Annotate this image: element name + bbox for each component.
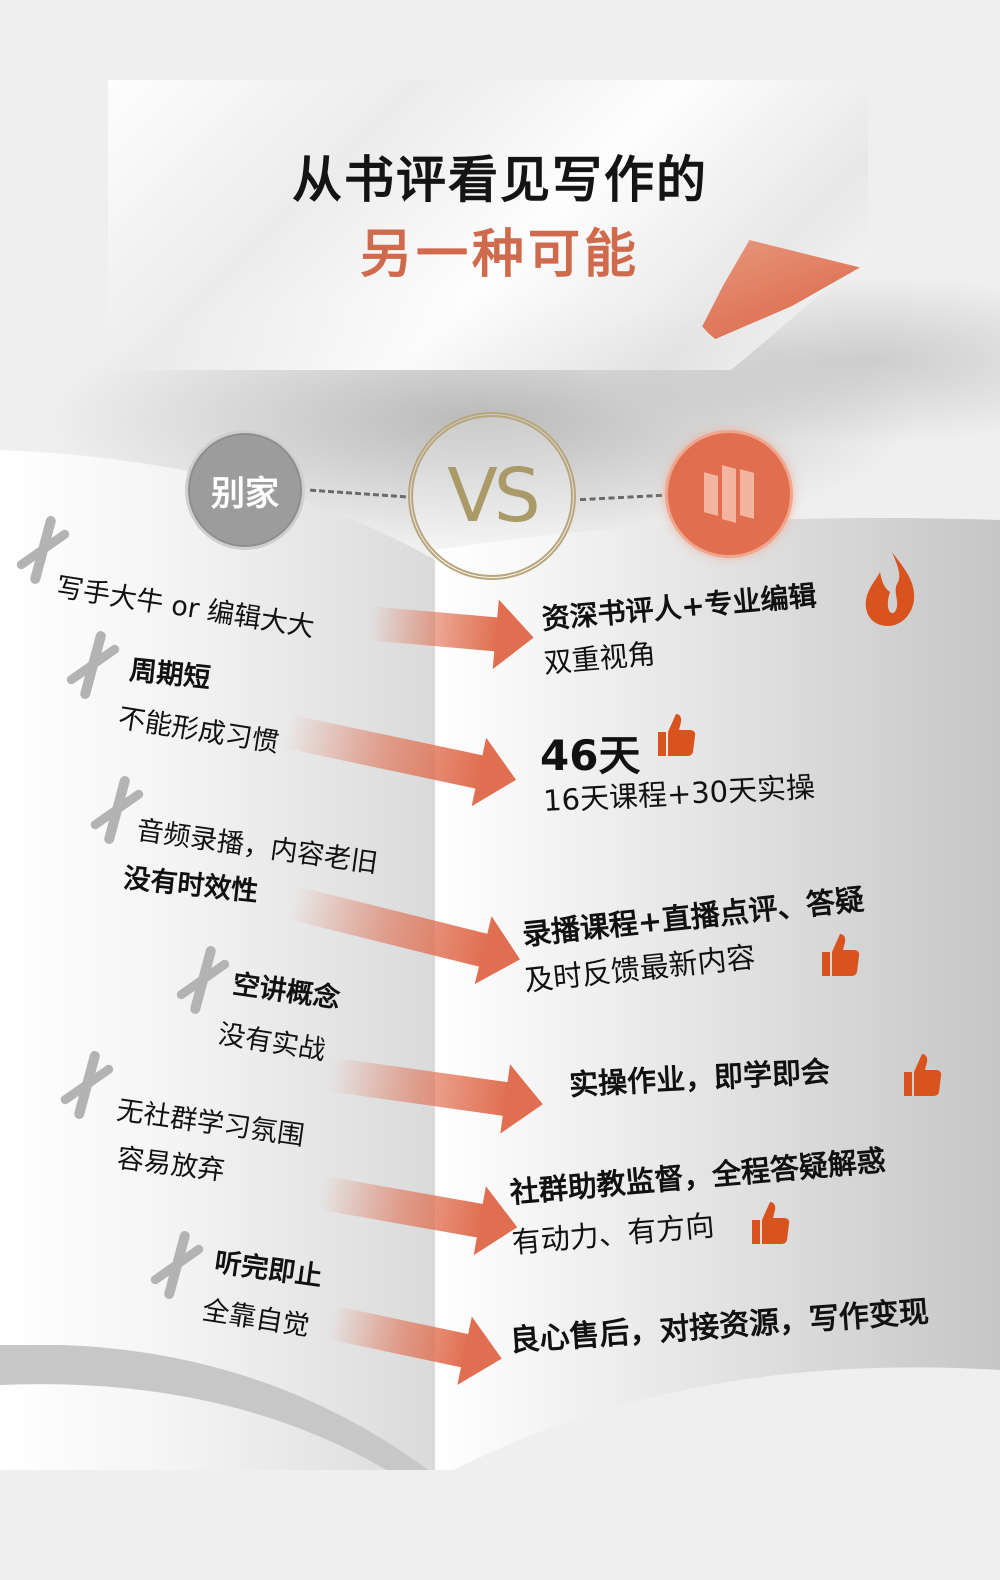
thumbs-up-icon: [822, 934, 860, 976]
x-mark-icon: [172, 945, 232, 1015]
x-mark-icon: [62, 630, 122, 700]
fire-icon: [865, 552, 915, 626]
page-title: 从书评看见写作的: [292, 150, 708, 209]
right-item-2-title: 46天: [540, 731, 641, 780]
thumbs-up-icon: [752, 1202, 790, 1244]
x-mark-icon: [56, 1050, 116, 1120]
page-subtitle: 另一种可能: [359, 224, 640, 285]
vs-badge: VS: [408, 412, 576, 580]
bottom-background: [0, 1470, 1000, 1580]
x-mark-icon: [146, 1230, 206, 1300]
brand-badge: [665, 430, 793, 558]
competitor-badge: 别家: [185, 430, 305, 550]
competitor-label: 别家: [211, 473, 279, 514]
vs-label: VS: [447, 453, 541, 539]
left-item-2-title: 周期短: [128, 654, 212, 695]
brand-logo-icon: [704, 465, 754, 523]
thumbs-up-icon: [904, 1054, 942, 1096]
thumbs-up-icon: [658, 714, 696, 756]
